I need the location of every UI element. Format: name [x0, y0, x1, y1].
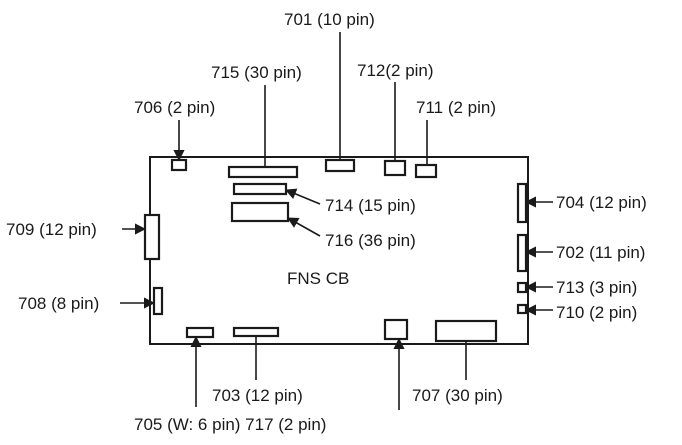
label-706: 706 (2 pin) [134, 98, 215, 117]
leader-716 [287, 217, 321, 237]
label-711: 711 (2 pin) [416, 98, 496, 117]
connector-703 [232, 326, 280, 338]
connector-709 [143, 213, 161, 261]
connector-708 [152, 286, 164, 316]
connector-715 [227, 165, 299, 179]
board-outline [149, 156, 529, 345]
connector-713 [516, 281, 528, 294]
leader-714 [284, 188, 321, 205]
connector-716 [230, 201, 290, 223]
label-704: 704 (12 pin) [556, 193, 647, 212]
connector-717 [383, 318, 409, 341]
connector-702 [516, 233, 528, 273]
connector-710 [516, 303, 528, 315]
label-716: 716 (36 pin) [325, 231, 416, 250]
label-702: 702 (11 pin) [556, 243, 645, 262]
label-715: 715 (30 pin) [211, 63, 302, 82]
label-714: 714 (15 pin) [325, 196, 416, 215]
label-701: 701 (10 pin) [284, 10, 375, 29]
connector-707 [434, 319, 498, 343]
label-710: 710 (2 pin) [556, 303, 637, 322]
connector-712 [383, 159, 407, 177]
connector-711 [414, 163, 438, 179]
label-712: 712(2 pin) [357, 61, 434, 80]
label-708: 708 (8 pin) [18, 294, 99, 313]
connector-705 [185, 326, 215, 339]
connector-706 [170, 158, 188, 172]
connector-704 [516, 182, 528, 224]
label-709: 709 (12 pin) [6, 220, 97, 239]
label-703: 703 (12 pin) [212, 386, 303, 405]
label-713: 713 (3 pin) [556, 278, 637, 297]
connector-714 [232, 182, 288, 196]
board-label: FNS CB [287, 269, 349, 288]
label-707: 707 (30 pin) [412, 386, 503, 405]
connector-701 [324, 158, 356, 173]
label-705-717: 705 (W: 6 pin) 717 (2 pin) [134, 415, 326, 434]
